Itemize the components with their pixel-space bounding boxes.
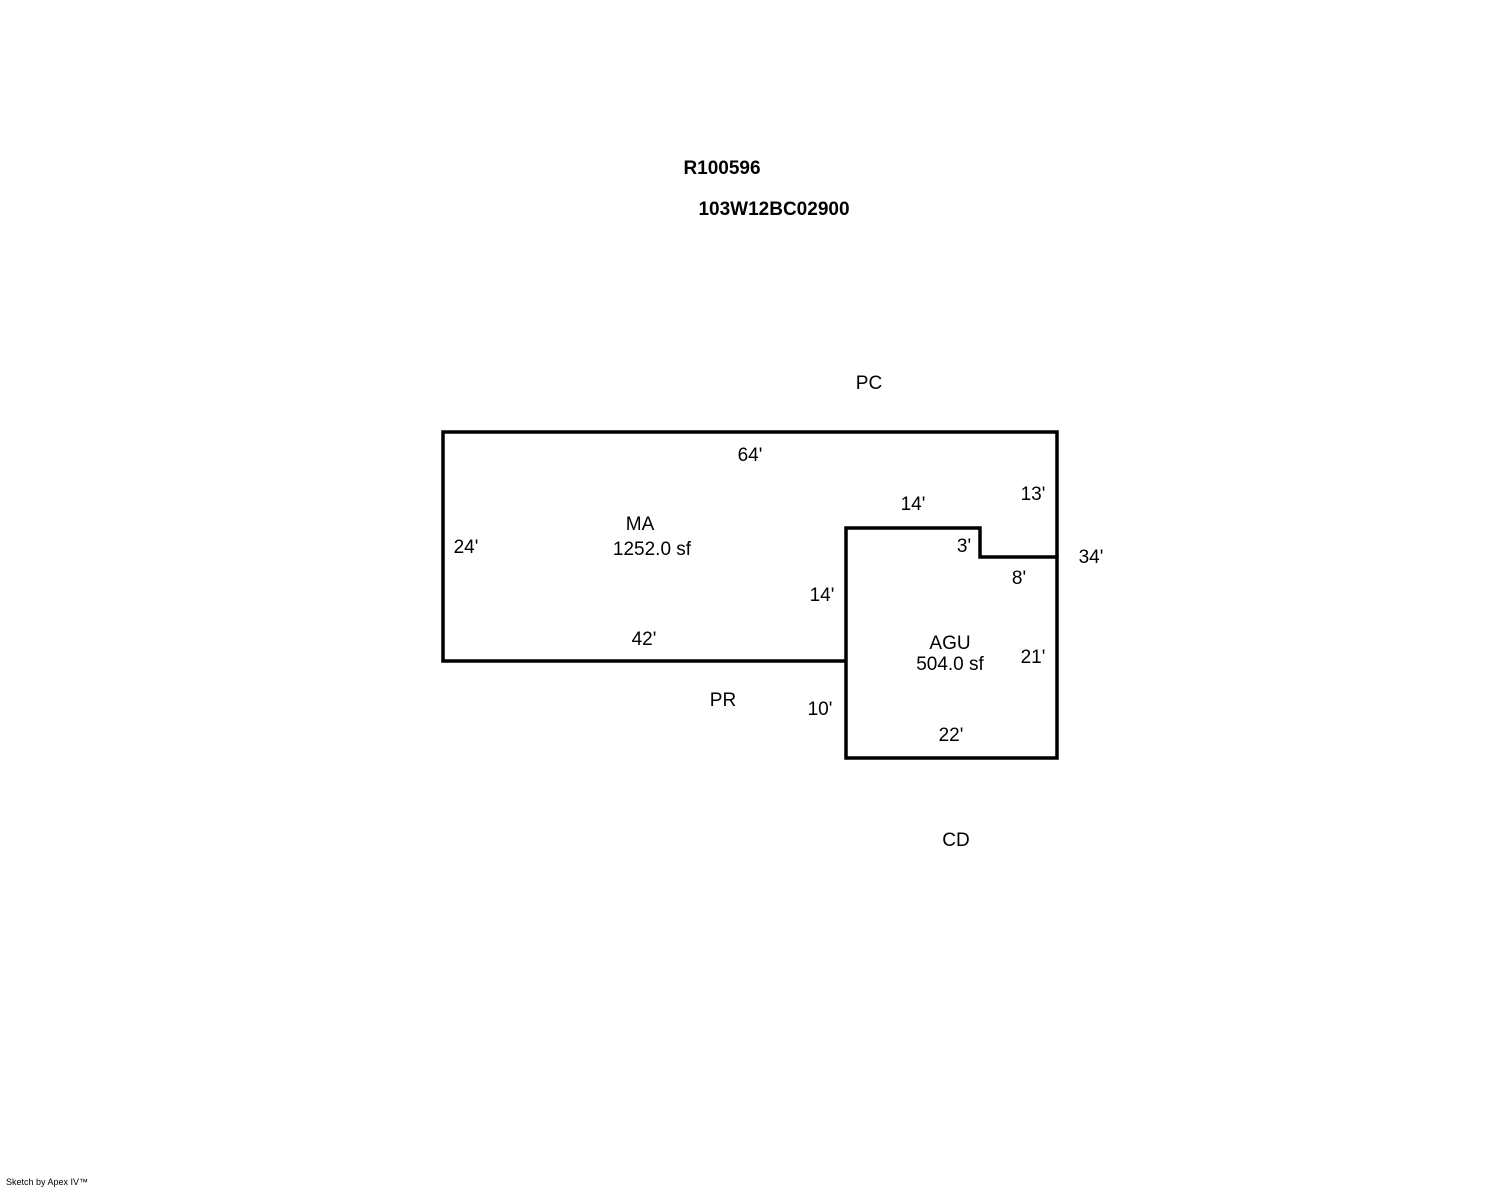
dim-ma-top: 64' — [738, 445, 763, 466]
dim-agu-left-upper: 14' — [810, 585, 835, 606]
agu-code: AGU — [929, 633, 970, 654]
ma-area: 1252.0 sf — [613, 539, 692, 560]
ma-code: MA — [626, 514, 655, 535]
sketch-credit: Sketch by Apex IV™ — [6, 1177, 89, 1187]
dim-agu-top: 14' — [901, 494, 926, 515]
dim-overall-right: 34' — [1079, 547, 1104, 568]
account-id: R100596 — [683, 158, 761, 179]
dim-ma-left: 24' — [454, 537, 479, 558]
map-number: 103W12BC02900 — [698, 199, 850, 220]
agu-outline — [844, 526, 1059, 760]
label-cd: CD — [942, 830, 969, 851]
dim-agu-left-lower: 10' — [808, 699, 833, 720]
label-pc: PC — [856, 373, 882, 394]
agu-area: 504.0 sf — [916, 654, 984, 675]
dim-agu-notch-width: 3' — [957, 536, 971, 557]
dim-ma-right-upper: 13' — [1021, 484, 1046, 505]
dim-ma-bottom: 42' — [632, 629, 657, 650]
dim-agu-right: 21' — [1021, 647, 1046, 668]
dim-agu-bottom: 22' — [939, 725, 964, 746]
ma-outline — [441, 430, 1059, 663]
dim-agu-notch-height: 8' — [1012, 568, 1026, 589]
label-pr: PR — [710, 690, 736, 711]
